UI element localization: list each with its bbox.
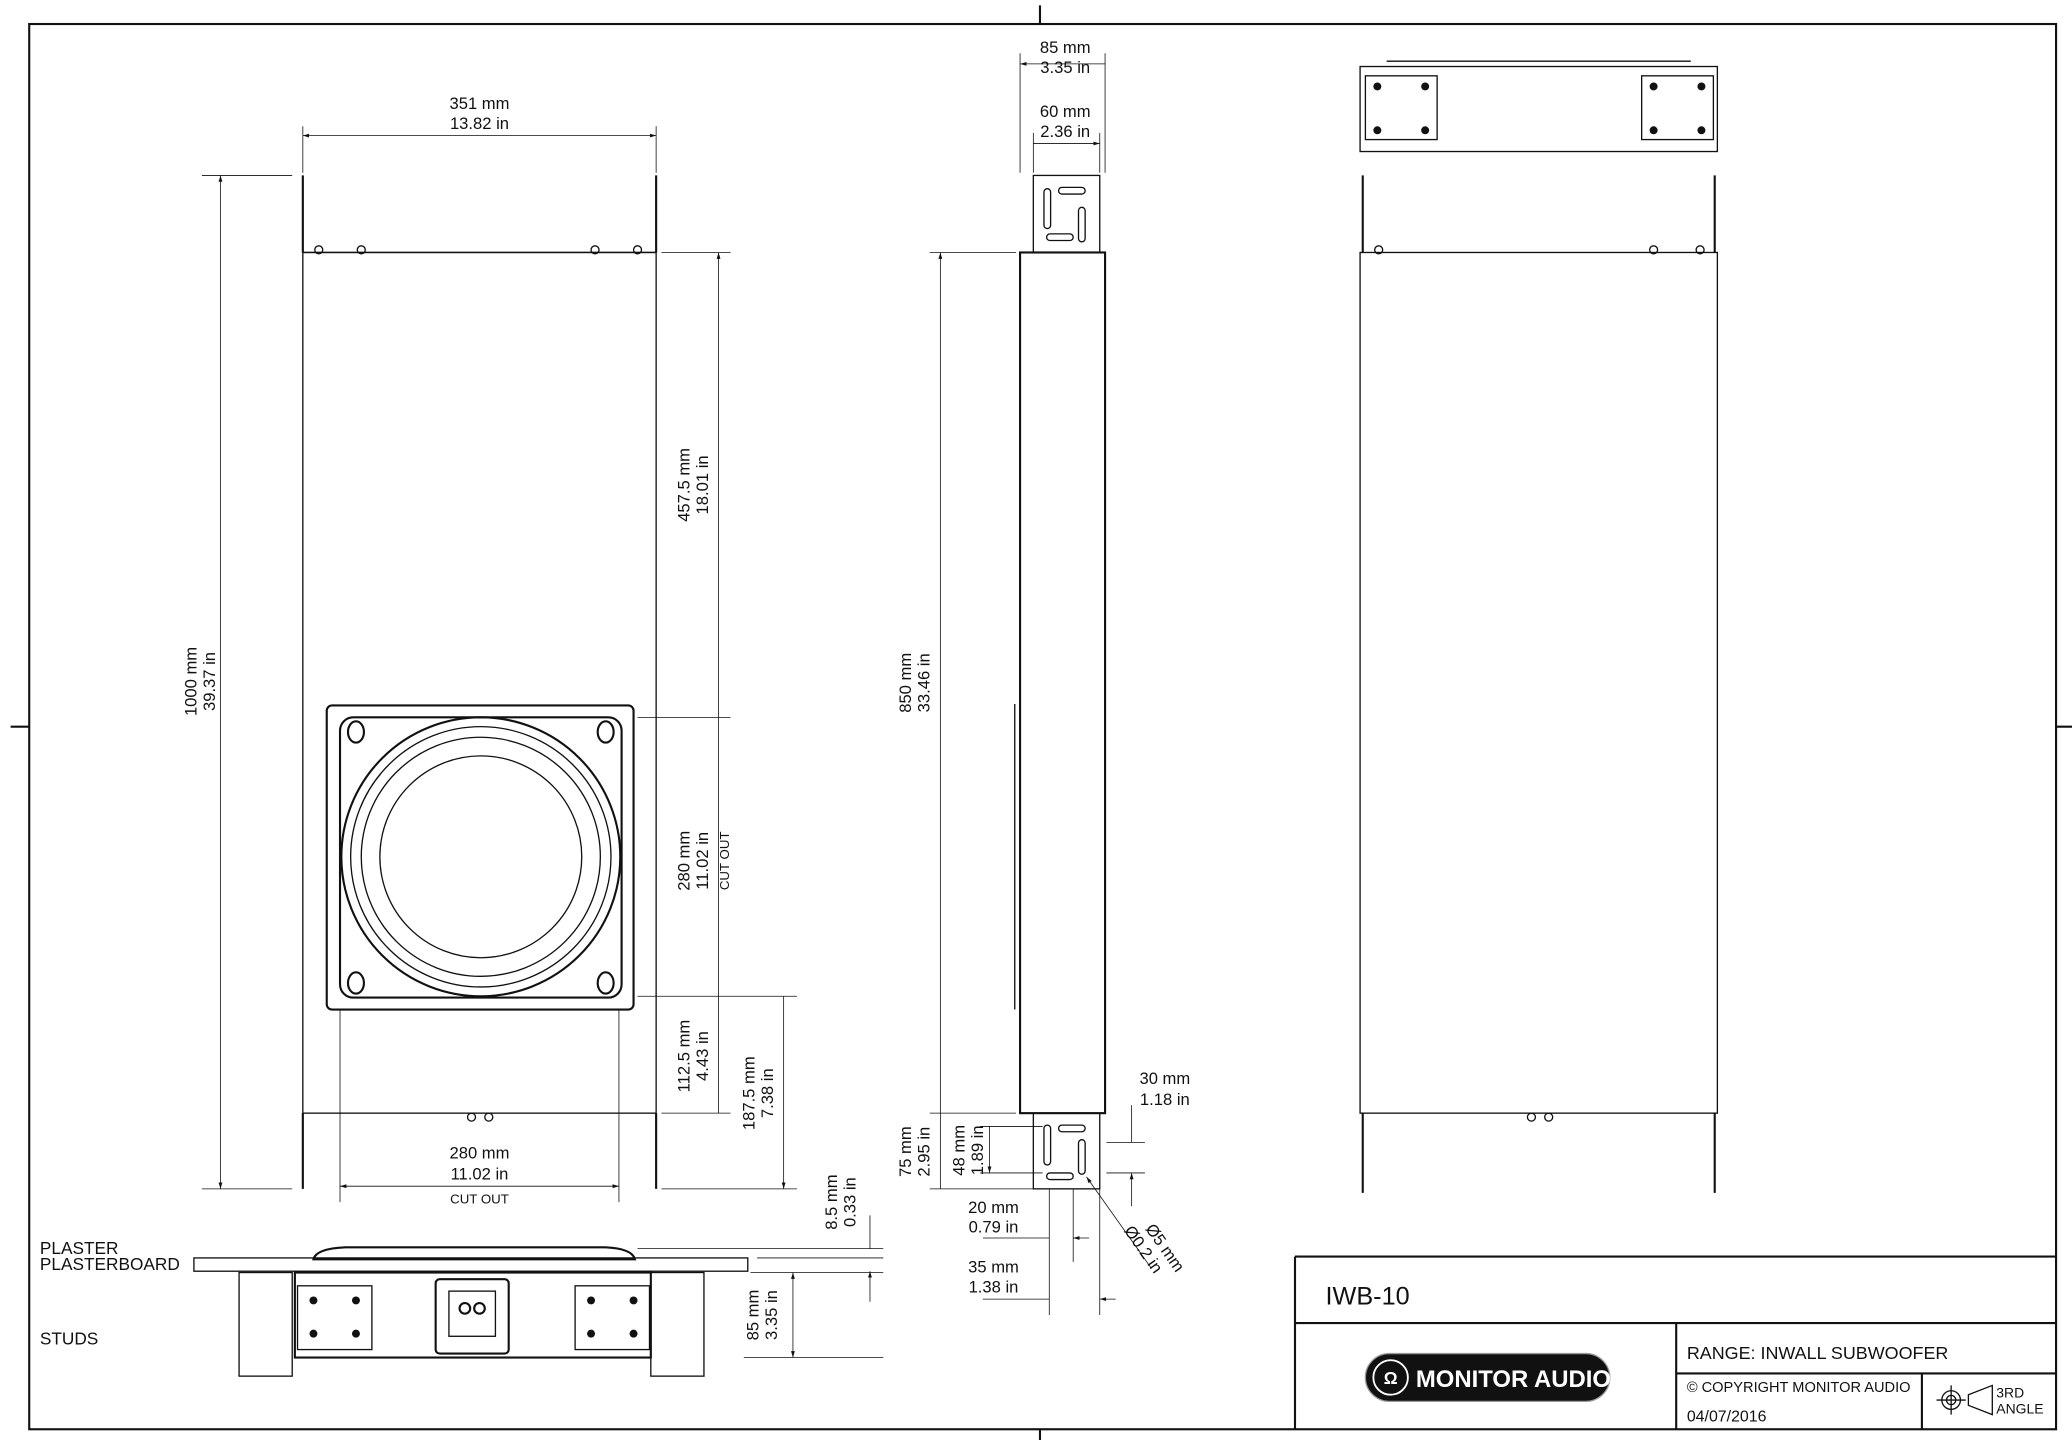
dim-20-in: 0.79 in xyxy=(969,1218,1019,1237)
dim-75-in: 2.95 in xyxy=(915,1127,934,1177)
dim-height-mm: 1000 mm xyxy=(182,647,201,716)
third-angle-projection-icon xyxy=(1936,1384,1993,1416)
projection-label-2: ANGLE xyxy=(1996,1400,2043,1416)
dim-side-height-mm: 850 mm xyxy=(896,653,915,713)
dim-upper-in: 18.01 in xyxy=(693,455,712,514)
monitor-audio-logo: Ω MONITOR AUDIO xyxy=(1364,1352,1611,1403)
dim-75-mm: 75 mm xyxy=(896,1126,915,1177)
dim-35-in: 1.38 in xyxy=(969,1277,1019,1296)
rear-and-top-view xyxy=(1359,60,1719,1193)
dim-width-mm: 351 mm xyxy=(450,94,510,113)
copyright-text: © COPYRIGHT MONITOR AUDIO xyxy=(1687,1380,1911,1396)
projection-label-1: 3RD xyxy=(1996,1384,2024,1400)
dim-lower2-mm: 187.5 mm xyxy=(739,1056,758,1130)
dim-cutout-h-mm: 280 mm xyxy=(674,831,693,891)
dim-cutout-h-in: 11.02 in xyxy=(693,832,712,890)
section-view: PLASTER PLASTERBOARD STUDS 8.5 mm 0.33 i… xyxy=(40,1174,884,1377)
dim-flange-mm: 8.5 mm xyxy=(822,1174,841,1229)
side-view: 85 mm 3.35 in 60 mm 2.36 in 850 mm 33.46… xyxy=(896,38,1190,1316)
dim-lower-in: 4.43 in xyxy=(693,1031,712,1081)
range-text: RANGE: INWALL SUBWOOFER xyxy=(1687,1343,1949,1363)
dim-cutout-w-in: 11.02 in xyxy=(451,1165,509,1184)
dim-bracket-mm: 60 mm xyxy=(1040,102,1091,121)
dim-depth-mm: 85 mm xyxy=(743,1290,762,1341)
label-studs: STUDS xyxy=(40,1328,98,1348)
dim-flange-in: 0.33 in xyxy=(840,1177,859,1227)
dim-bracket-in: 2.36 in xyxy=(1040,122,1090,141)
dim-35-mm: 35 mm xyxy=(968,1258,1019,1277)
svg-text:Ω: Ω xyxy=(1384,1368,1398,1388)
dim-cutout-h-label: CUT OUT xyxy=(717,831,732,890)
model-name: IWB-10 xyxy=(1326,1282,1410,1310)
dim-lower2-in: 7.38 in xyxy=(758,1068,777,1118)
dim-height-in: 39.37 in xyxy=(200,652,219,711)
dim-48-in: 1.89 in xyxy=(968,1125,987,1175)
dim-cutout-w-label: CUT OUT xyxy=(450,1191,509,1206)
dim-side-depth-in: 3.35 in xyxy=(1040,58,1090,77)
drawing-date: 04/07/2016 xyxy=(1687,1408,1767,1425)
front-view: 351 mm 13.82 in 1000 mm 39.37 in 457.5 m… xyxy=(182,94,797,1206)
dim-48-mm: 48 mm xyxy=(949,1125,968,1176)
dim-side-depth-mm: 85 mm xyxy=(1040,38,1091,57)
dim-lower-mm: 112.5 mm xyxy=(674,1020,693,1093)
speaker-driver xyxy=(325,704,635,1011)
dim-side-height-in: 33.46 in xyxy=(915,653,934,712)
dim-depth-in: 3.35 in xyxy=(762,1290,781,1340)
title-block: IWB-10 Ω MONITOR AUDIO RANGE: INWALL SUB… xyxy=(1293,1255,2057,1430)
dim-20-mm: 20 mm xyxy=(968,1198,1019,1217)
svg-text:MONITOR AUDIO: MONITOR AUDIO xyxy=(1416,1366,1611,1393)
dim-cutout-w-mm: 280 mm xyxy=(450,1143,510,1162)
label-plasterboard: PLASTERBOARD xyxy=(40,1254,180,1274)
drawing-frame xyxy=(10,5,2072,1440)
dim-30-mm: 30 mm xyxy=(1139,1069,1190,1088)
label-plaster: PLASTER xyxy=(40,1238,119,1258)
dim-upper-mm: 457.5 mm xyxy=(674,448,693,522)
dim-30-in: 1.18 in xyxy=(1140,1090,1190,1109)
dim-width-in: 13.82 in xyxy=(450,114,509,133)
